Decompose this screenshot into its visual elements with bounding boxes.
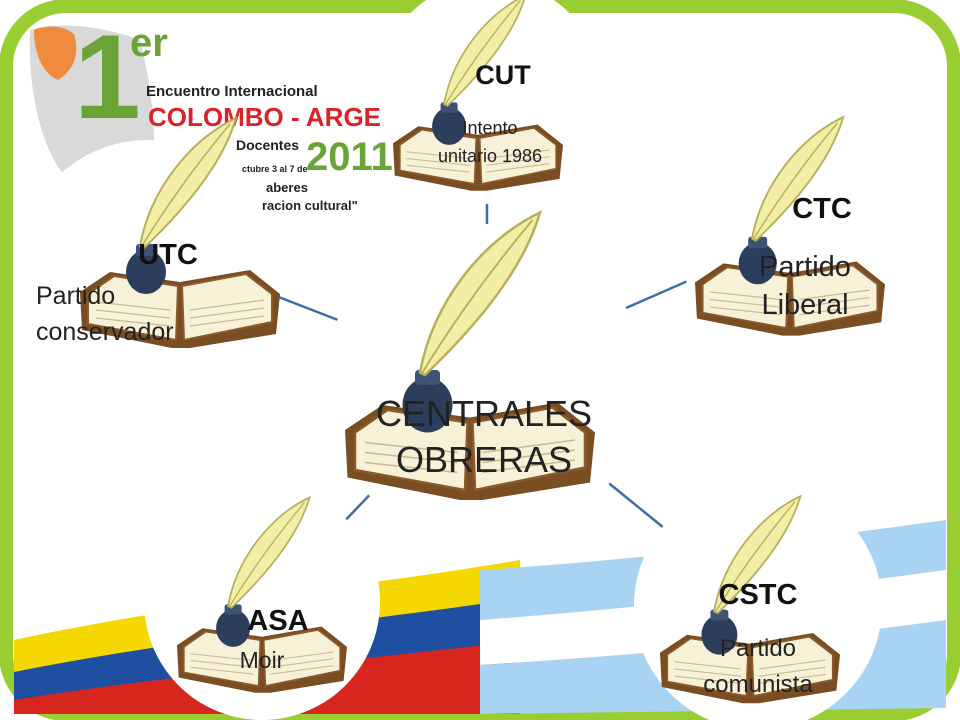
node-title: CUT [475,60,531,90]
center-title-2: OBRERAS [396,439,572,480]
logo-line6: racion cultural" [262,198,358,213]
node-cut: CUT Intento unitario 1986 [378,0,602,204]
node-ctc: CTC Partido Liberal [682,116,918,368]
logo-line5: aberes [266,180,308,195]
node-title: UTC [138,239,198,271]
connector-ctc [625,278,691,310]
node-center: CENTRALES OBRERAS [324,211,644,544]
node-sub-2: Liberal [761,289,848,321]
node-title: CTC [792,193,852,225]
node-sub-1: Partido [720,635,796,662]
logo-number: 1 [74,10,141,144]
connector-cstc [599,475,665,529]
node-sub-1: Partido [36,282,115,310]
node-sub-1: Moir [240,647,285,673]
node-sub-1: Partido [759,251,851,283]
logo-line4: ctubre 3 al 7 de [242,164,308,174]
node-utc: UTC Partido conservador [18,117,281,400]
node-sub-2: unitario 1986 [438,146,542,166]
node-cstc: CSTC Partido comunista [634,482,882,720]
node-title: CSTC [719,579,798,611]
connector-utc [275,294,339,322]
logo-line3: Docentes [236,137,299,153]
center-title-1: CENTRALES [376,393,592,434]
node-asa: ASA Moir [144,484,380,720]
logo-suffix: er [130,21,168,65]
node-sub-1: Intento [462,118,517,138]
node-title: ASA [247,605,308,637]
logo-line1: Encuentro Internacional [146,83,318,100]
node-sub-2: comunista [703,671,813,698]
colombia-map-icon [34,26,77,80]
node-sub-2: conservador [36,318,174,346]
logo-year: 2011 [306,135,393,179]
